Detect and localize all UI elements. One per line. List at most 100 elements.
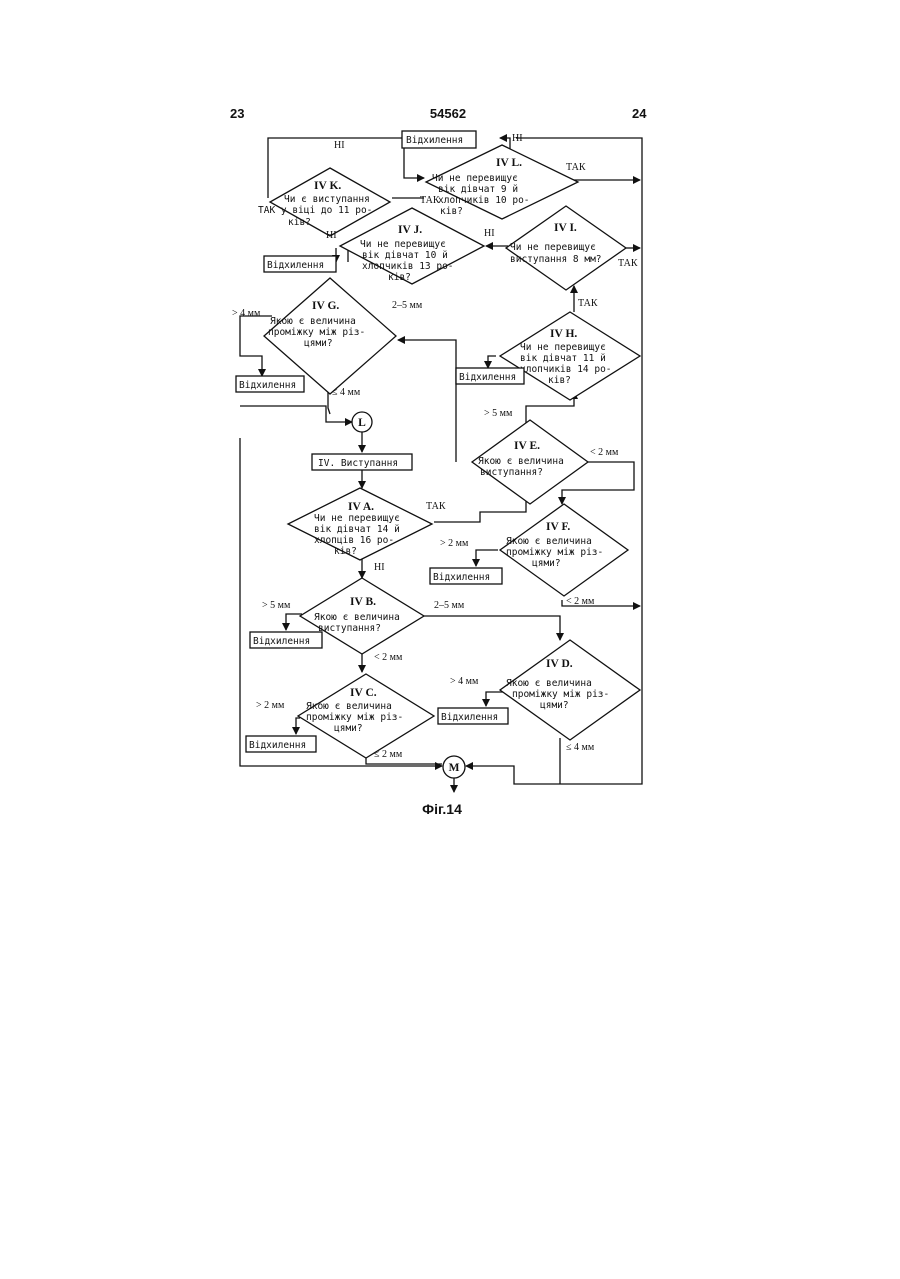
decision-title: IV C.: [350, 687, 377, 699]
connector-m: M: [443, 756, 465, 778]
decision-text-line: виступання?: [480, 467, 543, 478]
decision-title: IV A.: [348, 501, 374, 513]
edge-label-gt5: > 5 мм: [262, 600, 291, 611]
decision-iv-i: IV I. Чи не перевищує виступання 8 мм?: [506, 206, 626, 290]
figure-caption: Фіг.14: [422, 801, 462, 817]
edge-label-lt2: < 2 мм: [566, 596, 595, 607]
page-number-right: 24: [632, 106, 647, 121]
decision-text-line: ків?: [288, 217, 311, 228]
decision-text-line: Якою є величина: [314, 612, 400, 623]
decision-text-line: ків?: [388, 272, 411, 283]
edge-label-gt4: > 4 мм: [450, 676, 479, 687]
edge-label-yes: ТАК: [420, 195, 440, 206]
decision-text-line: Чи не перевищує: [360, 239, 446, 250]
reject-box: Відхилення: [438, 708, 508, 724]
decision-text-line: цями?: [334, 723, 363, 734]
decision-title: IV H.: [550, 328, 577, 340]
decision-iv-k: IV K. Чи є виступання ТАК у віці до 11 р…: [258, 168, 390, 236]
edge-label-2-5: 2–5 мм: [434, 600, 465, 611]
decision-text-line: виступання 8 мм?: [510, 254, 602, 265]
decision-text-line: проміжку між різ-: [512, 689, 609, 700]
edge-label-gt2: > 2 мм: [440, 538, 469, 549]
edge-label-lt2: < 2 мм: [374, 652, 403, 663]
decision-text-line: вік дівчат 10 й: [362, 250, 448, 261]
decision-title: IV I.: [554, 222, 577, 234]
decision-iv-d: IV D. Якою є величина проміжку між різ- …: [500, 640, 640, 740]
edge-label-no: НІ: [374, 562, 385, 573]
reject-box: Відхилення: [236, 376, 304, 392]
svg-text:Відхилення: Відхилення: [406, 135, 463, 146]
decision-title: IV K.: [314, 180, 341, 192]
edge-label-no: НІ: [512, 133, 523, 144]
decision-iv-e: IV E. Якою є величина виступання?: [472, 420, 588, 504]
decision-text-line: хлопчиків 10 ро-: [438, 195, 530, 206]
decision-title: IV E.: [514, 440, 540, 452]
decision-title: IV G.: [312, 300, 339, 312]
decision-text-line: Якою є величина: [478, 456, 564, 467]
svg-text:Відхилення: Відхилення: [433, 572, 490, 583]
svg-text:IV. Виступання: IV. Виступання: [318, 458, 398, 469]
decision-iv-f: IV F. Якою є величина проміжку між різ- …: [500, 504, 628, 596]
edge-label-le4: ≤ 4 мм: [332, 387, 361, 398]
edge-label-gt5: > 5 мм: [484, 408, 513, 419]
decision-text-line: виступання?: [318, 623, 381, 634]
svg-text:Відхилення: Відхилення: [441, 712, 498, 723]
reject-box: Відхилення: [246, 736, 316, 752]
edge-label-lt2: < 2 мм: [590, 447, 619, 458]
decision-iv-j: IV J. Чи не перевищує вік дівчат 10 й хл…: [340, 208, 484, 284]
decision-text-line: вік дівчат 9 й: [438, 184, 518, 195]
connector-l: L: [352, 412, 372, 432]
decision-text-line: цями?: [540, 700, 569, 711]
decision-text-line: хлопчиків 13 ро-: [362, 261, 454, 272]
process-box: IV. Виступання: [312, 454, 412, 470]
decision-text-line: Чи є виступання: [284, 194, 370, 205]
edge-label-no: НІ: [326, 230, 337, 241]
edge-label-le4: ≤ 4 мм: [566, 742, 595, 753]
decision-iv-a: IV A. Чи не перевищує вік дівчат 14 й хл…: [288, 488, 432, 560]
decision-iv-h: IV H. Чи не перевищує вік дівчат 11 й хл…: [500, 312, 640, 400]
decision-text-line: Чи не перевищує: [432, 173, 518, 184]
edge-label-2-5: 2–5 мм: [392, 300, 423, 311]
decision-text-line: проміжку між різ-: [306, 712, 403, 723]
reject-box: Відхилення: [250, 632, 322, 648]
decision-text-line: ків?: [334, 546, 357, 557]
decision-title: IV D.: [546, 658, 573, 670]
edge-label-yes: ТАК: [578, 298, 598, 309]
decision-title: IV F.: [546, 521, 570, 533]
svg-text:Відхилення: Відхилення: [239, 380, 296, 391]
edge-label-yes: ТАК: [618, 258, 638, 269]
decision-text-line: хлопців 16 ро-: [314, 535, 394, 546]
decision-text-line: проміжку між різ-: [268, 327, 365, 338]
decision-iv-c: IV C. Якою є величина проміжку між різ- …: [298, 674, 434, 758]
edge-label-no: НІ: [334, 140, 345, 151]
decision-text-line: проміжку між різ-: [506, 547, 603, 558]
decision-text-line: Якою є величина: [270, 316, 356, 327]
decision-text-line: Чи не перевищує: [520, 342, 606, 353]
edge-label-yes: ТАК: [426, 501, 446, 512]
decision-title: IV J.: [398, 224, 422, 236]
reject-box: Відхилення: [402, 131, 476, 148]
decision-text-line: ків?: [440, 206, 463, 217]
decision-text-line: Чи не перевищує: [510, 242, 596, 253]
decision-text-line: Чи не перевищує: [314, 513, 400, 524]
svg-text:Відхилення: Відхилення: [249, 740, 306, 751]
decision-text-line: ків?: [548, 375, 571, 386]
svg-text:Відхилення: Відхилення: [459, 372, 516, 383]
reject-box: Відхилення: [430, 568, 502, 584]
decision-text-line: Якою є величина: [306, 701, 392, 712]
edge-label-yes: ТАК: [566, 162, 586, 173]
decision-title: IV B.: [350, 596, 376, 608]
reject-box: Відхилення: [456, 368, 524, 384]
svg-text:Відхилення: Відхилення: [267, 260, 324, 271]
decision-text-line: Якою є величина: [506, 678, 592, 689]
decision-text-line: цями?: [532, 558, 561, 569]
decision-text-line: вік дівчат 14 й: [314, 524, 400, 535]
decision-text-line: Якою є величина: [506, 536, 592, 547]
decision-iv-l: IV L. Чи не перевищує вік дівчат 9 й хло…: [426, 145, 578, 219]
svg-text:M: M: [449, 762, 460, 774]
edge-label-gt4: > 4 мм: [232, 308, 261, 319]
edge-label-no: НІ: [484, 228, 495, 239]
page-number-left: 23: [230, 106, 244, 121]
